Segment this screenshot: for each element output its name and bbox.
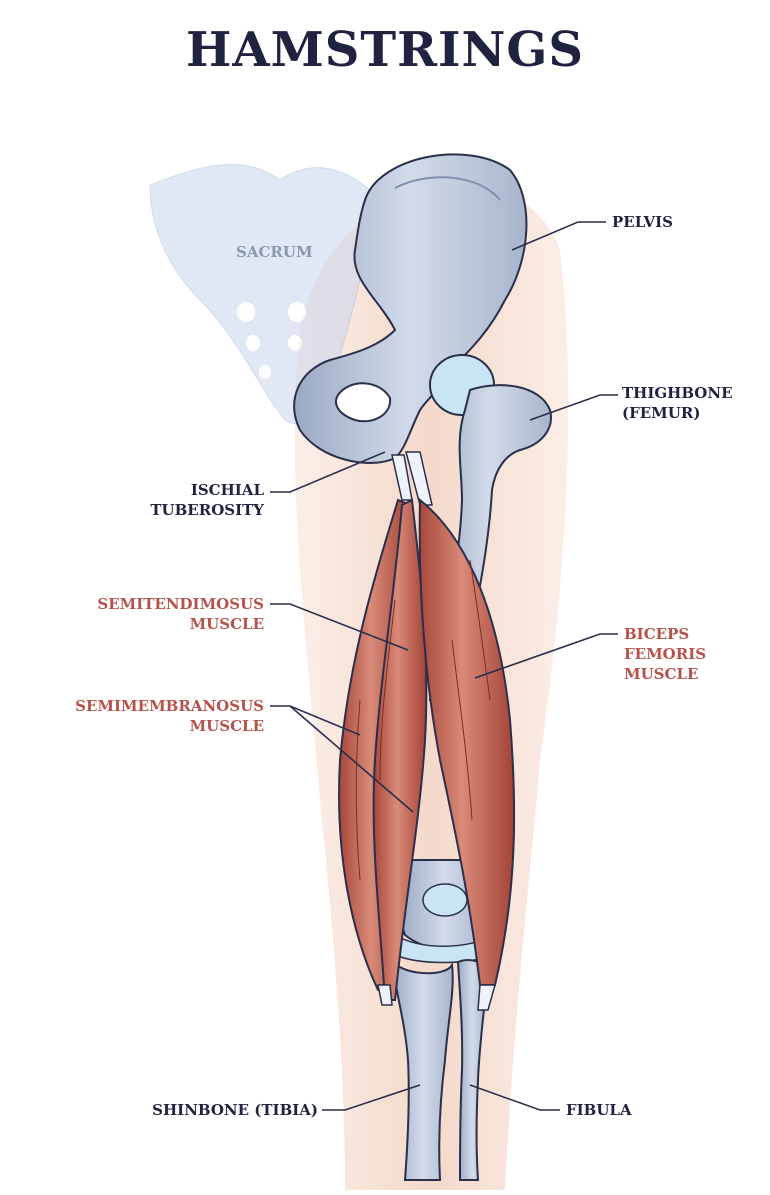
label-ischial-line1: ISCHIAL [190, 481, 264, 499]
sacrum [149, 163, 372, 425]
label-thighbone-line1: THIGHBONE [622, 384, 733, 402]
leader-pelvis [511, 221, 606, 251]
tibia-bone [391, 959, 454, 1181]
label-semitendinosus: SEMITENDIMOSUS MUSCLE [60, 594, 264, 634]
leader-femur [529, 394, 618, 421]
leader-lines [270, 221, 618, 1111]
label-sacrum: SACRUM [236, 243, 313, 261]
label-biceps-line2: FEMORIS [624, 645, 707, 663]
diagram-title: HAMSTRINGS [186, 22, 584, 78]
label-thighbone: THIGHBONE (FEMUR) [622, 383, 733, 423]
leader-semimembranosus-b [289, 705, 414, 813]
label-ischial-line2: TUBEROSITY [150, 501, 264, 519]
label-semimembranosus-line2: MUSCLE [189, 717, 264, 735]
leader-ischial [270, 451, 386, 493]
label-semitendinosus-line1: SEMITENDIMOSUS [97, 595, 264, 613]
label-shinbone: SHINBONE (TIBIA) [152, 1101, 318, 1119]
leader-biceps [474, 633, 618, 679]
label-fibula: FIBULA [566, 1101, 632, 1119]
leader-semitendinosus [270, 603, 409, 651]
label-semitendinosus-line2: MUSCLE [189, 615, 264, 633]
label-thighbone-line2: (FEMUR) [622, 404, 701, 422]
leader-fibula [469, 1084, 560, 1111]
label-ischial-tuberosity: ISCHIAL TUBEROSITY [120, 480, 264, 520]
label-biceps-femoris: BICEPS FEMORIS MUSCLE [624, 624, 706, 684]
label-semimembranosus-line1: SEMIMEMBRANOSUS [75, 697, 264, 715]
label-biceps-line3: MUSCLE [624, 665, 699, 683]
label-biceps-line1: BICEPS [624, 625, 690, 643]
leader-shinbone [322, 1084, 421, 1111]
label-pelvis: PELVIS [612, 213, 673, 231]
label-semimembranosus: SEMIMEMBRANOSUS MUSCLE [40, 696, 264, 736]
